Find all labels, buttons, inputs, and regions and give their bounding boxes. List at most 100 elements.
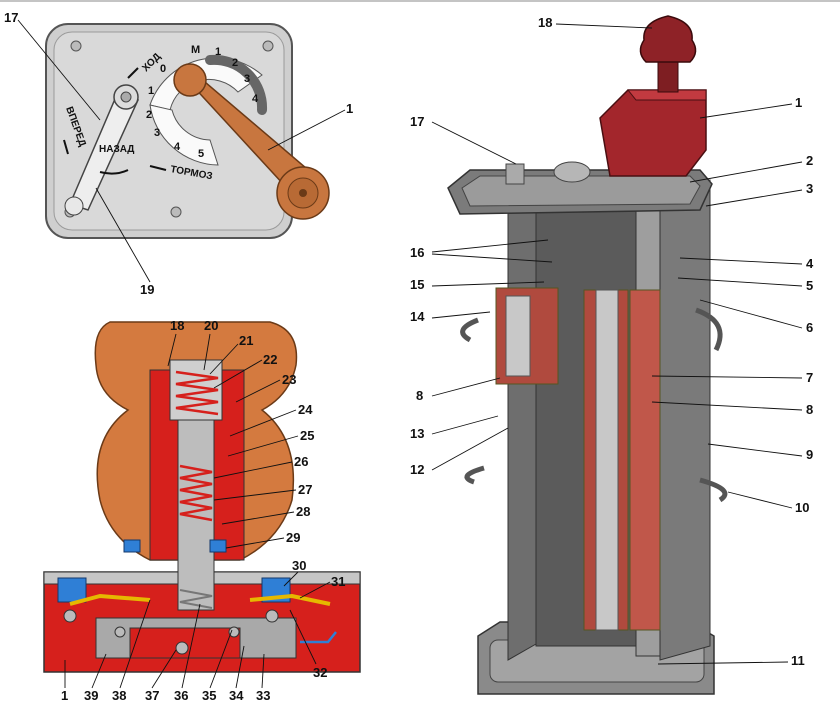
bracket-right-upper [695,307,723,352]
callout-24: 24 [298,402,313,417]
callout-21: 21 [239,333,253,348]
contact-stack [583,289,661,631]
callout-8-left: 8 [416,388,423,403]
callout-33: 33 [256,688,270,703]
leader-12 [431,427,509,471]
leader-16b [431,253,553,263]
contact-column-right [629,289,661,631]
arrow-tormoz-icon [149,165,167,171]
leader-13 [431,415,499,435]
leader-17-right [431,121,517,165]
leader-21 [209,343,239,375]
bolt-icon [114,626,126,638]
arrow-vpered-icon [63,139,69,155]
callout-8-right: 8 [806,402,813,417]
bracket-left-upper [460,317,479,343]
callout-39: 39 [84,688,98,703]
contact-strip-right [249,593,331,606]
callout-19: 19 [140,282,154,297]
side-panel-left [507,195,537,661]
callout-22: 22 [263,352,277,367]
callout-11: 11 [791,653,805,668]
callout-18-section: 18 [170,318,184,333]
dial-scale-lower [149,104,219,166]
leader-8-right [651,401,803,411]
callout-38: 38 [112,688,126,703]
callout-36: 36 [174,688,188,703]
dial-forward-4: 4 [252,93,259,105]
leader-3 [705,189,803,207]
leader-18-section [167,333,177,367]
dial-reverse-4: 4 [174,141,181,153]
leader-27 [213,489,297,501]
callout-17-right: 17 [410,114,424,129]
dial-forward-1: 1 [215,46,221,58]
blue-washer-right [209,539,227,553]
leader-17-top [17,19,101,121]
main-handle-block [599,89,707,177]
spring-bottom [179,589,213,609]
leader-14 [431,311,491,319]
leader-39 [91,653,107,689]
cam-block-metal [505,295,531,377]
callout-5: 5 [806,278,813,293]
callout-4: 4 [806,256,814,271]
main-handle-hub [173,63,207,97]
callout-9: 9 [806,447,813,462]
leader-6 [699,299,803,329]
callout-1-top: 1 [346,101,353,116]
leader-1-right [699,103,793,119]
callout-20: 20 [204,318,218,333]
arrow-hod-icon [127,67,139,79]
knob [639,15,697,63]
bracket-left-lower [464,465,485,485]
callout-16: 16 [410,245,424,260]
callout-26: 26 [294,454,308,469]
callout-1-section: 1 [61,688,68,703]
callout-34: 34 [229,688,244,703]
screw-icon [262,40,274,52]
leader-18-right [555,23,653,29]
contact-block-left [57,577,87,603]
leader-15 [431,281,545,287]
callout-27: 27 [298,482,312,497]
callout-3: 3 [806,181,813,196]
callout-28: 28 [296,504,310,519]
callout-15: 15 [410,277,424,292]
bolt-icon [63,609,77,623]
leader-34 [235,645,245,689]
leader-11 [657,661,789,665]
screw-icon [70,40,82,52]
main-handle-knob-center [299,189,307,197]
dial-forward-2: 2 [232,57,238,69]
leader-9 [707,443,803,457]
spring-upper [175,370,219,416]
label-nazad: НАЗАД [99,144,134,155]
leader-5 [677,277,803,287]
section-view [43,321,361,673]
callout-6: 6 [806,320,813,335]
leader-32 [289,609,317,665]
leader-26 [213,461,293,479]
leader-37 [151,649,177,689]
callout-31: 31 [331,574,345,589]
callout-23: 23 [282,372,296,387]
dial-forward-3: 3 [244,73,250,85]
bracket-right-lower [699,477,728,503]
top-plate-view: 0 М 1 2 3 4 1 2 3 4 5 ХОД НАЗАД ТОРМОЗ В… [45,23,330,239]
leader-36 [181,603,201,689]
leader-16a [431,239,549,253]
spring-lower [179,464,213,522]
dial-reverse-3: 3 [154,127,160,139]
leader-38 [119,599,151,689]
dial-reverse-5: 5 [198,148,204,160]
leader-30 [283,571,299,587]
screw-icon [170,206,182,218]
callout-25: 25 [300,428,314,443]
side-panel-right [659,179,711,661]
leader-25 [227,435,299,457]
arrow-nazad-icon [99,169,129,175]
callout-1-right: 1 [795,95,802,110]
bolt-icon [228,626,240,638]
